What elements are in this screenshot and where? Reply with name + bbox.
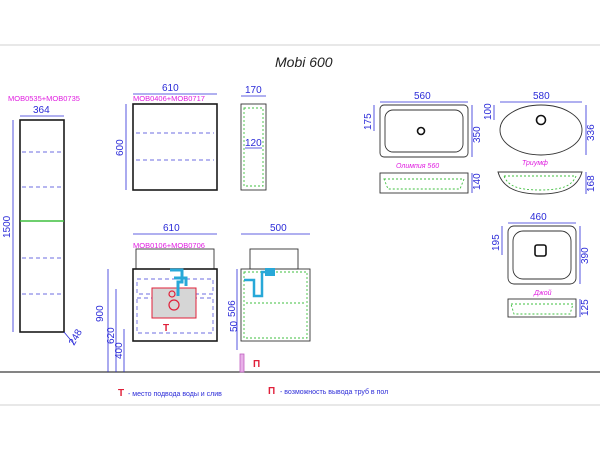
basin-olimpia-left-dim: 175 — [363, 113, 374, 130]
basin-olimpia: 560 175 350 Олимпия 560 140 — [363, 91, 483, 194]
pencil-case-width: 364 — [33, 105, 50, 116]
pencil-case-body — [19, 119, 65, 333]
basin-olimpia-name: Олимпия 560 — [396, 163, 439, 170]
basin-joy-depth: 390 — [580, 247, 591, 264]
water-mark: Т — [163, 323, 169, 334]
mirror-cabinet-depth-side: 120 — [245, 138, 262, 149]
basin-triumf-top — [499, 104, 583, 156]
side-siphon-fitting — [244, 270, 272, 298]
basin-triumf-left-dim: 100 — [483, 103, 494, 120]
vanity-height-400: 400 — [114, 342, 125, 359]
basin-olimpia-bowl — [384, 109, 464, 153]
basin-joy-side — [507, 298, 577, 318]
basin-olimpia-side-inner — [383, 178, 465, 190]
vanity-front-view: 610 MOB0106+MOB0706 Т 900 620 400 — [95, 223, 218, 372]
vanity-height-620: 620 — [106, 327, 117, 344]
basin-olimpia-side — [379, 172, 469, 194]
vanity-side-body — [240, 268, 311, 342]
basin-triumf-side — [497, 171, 583, 195]
basin-joy-height: 125 — [580, 299, 591, 316]
floor-mark: П — [253, 359, 260, 370]
mirror-cabinet-side — [240, 103, 267, 191]
mirror-cabinet-width: 610 — [162, 83, 179, 94]
legend-t-text: - место подвода воды и слив — [128, 391, 222, 398]
pencil-case-code: MOB0535+MOB0735 — [8, 94, 80, 103]
mirror-side-inner — [243, 107, 264, 187]
legend: Т - место подвода воды и слив П - возмож… — [118, 386, 388, 399]
basin-olimpia-top — [379, 104, 469, 158]
basin-triumf-drain — [535, 114, 547, 126]
drawing-title: Mobi 600 — [275, 54, 333, 70]
mirror-cabinet-view: 610 MOB0406+MOB0717 600 170 120 — [115, 83, 267, 191]
basin-triumf-depth: 336 — [586, 124, 597, 141]
pencil-case-depth: 248 — [67, 327, 85, 347]
basin-olimpia-depth: 350 — [472, 126, 483, 143]
basin-triumf-width: 580 — [533, 91, 550, 102]
mirror-cabinet-body — [132, 103, 218, 191]
legend-t-symbol: Т — [118, 388, 124, 399]
mirror-cabinet-code: MOB0406+MOB0717 — [133, 94, 205, 103]
washbasin-side — [249, 248, 299, 270]
side-drain-block — [265, 268, 275, 276]
basin-joy-top — [507, 225, 577, 285]
basin-triumf: 580 100 336 Триумф 168 — [483, 91, 597, 195]
pencil-case-view: MOB0535+MOB0735 364 1500 248 — [2, 94, 85, 348]
vanity-side-inner — [243, 271, 308, 339]
basin-joy: 460 195 390 Джой 125 — [491, 212, 591, 318]
basin-joy-side-inner — [510, 303, 574, 315]
basin-joy-bowl — [512, 230, 572, 280]
basin-triumf-height: 168 — [586, 175, 597, 192]
drain-pipe — [168, 299, 180, 311]
vanity-side-offset: 50 — [229, 320, 240, 332]
legend-p-text: - возможность вывода труб в пол — [280, 388, 388, 396]
basin-joy-name: Джой — [533, 289, 552, 297]
basin-olimpia-height: 140 — [472, 173, 483, 190]
pencil-case-height: 1500 — [2, 215, 13, 238]
floor-pipe — [239, 353, 245, 373]
pencil-case-depth-line — [63, 331, 75, 345]
mirror-cabinet-depth-top: 170 — [245, 85, 262, 96]
legend-p-symbol: П — [268, 386, 275, 397]
basin-olimpia-drain — [416, 126, 426, 136]
basin-triumf-name: Триумф — [522, 160, 548, 167]
vanity-side-height: 506 — [227, 300, 238, 317]
vanity-side-view: 500 506 50 П — [227, 223, 311, 373]
basin-joy-left-dim: 195 — [491, 234, 502, 251]
water-connection-zone — [151, 287, 197, 319]
drain-point — [168, 290, 176, 298]
washbasin-front — [135, 248, 215, 270]
vanity-code: MOB0106+MOB0706 — [133, 241, 205, 250]
mirror-cabinet-height: 600 — [115, 139, 126, 156]
basin-joy-width: 460 — [530, 212, 547, 223]
vanity-width: 610 — [163, 223, 180, 234]
vanity-side-depth: 500 — [270, 223, 287, 234]
siphon-fitting — [170, 268, 188, 296]
basin-triumf-side-inner — [503, 175, 577, 191]
basin-olimpia-width: 560 — [414, 91, 431, 102]
vanity-height-total: 900 — [95, 305, 106, 322]
basin-joy-drain — [534, 244, 547, 257]
